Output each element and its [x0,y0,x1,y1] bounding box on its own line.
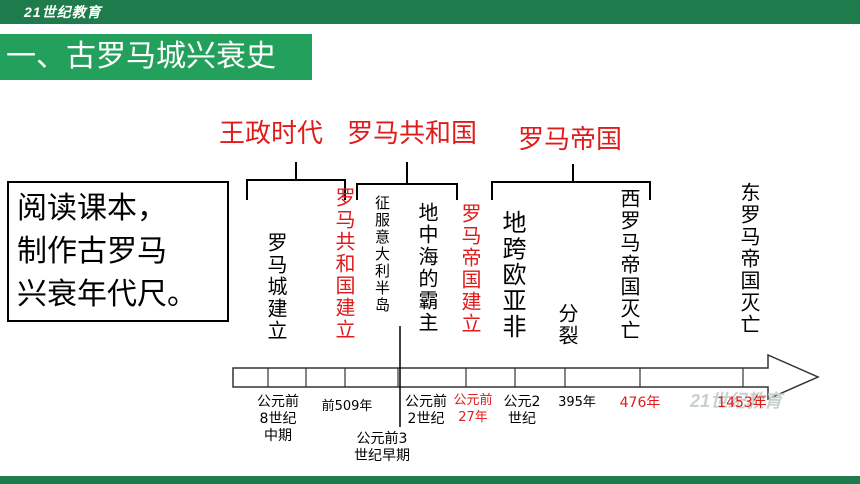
watermark-logo: 21世纪教育 [690,391,783,411]
event-city-founded: 罗马城建立 [264,232,288,342]
event-split: 分裂 [555,303,579,347]
event-conquer-italy: 征服意大利半岛 [373,195,391,314]
era-monarchy: 王政时代 [219,119,324,149]
instruction-line: 制作古罗马 [17,234,167,269]
date-label: 1453年 [717,395,767,411]
date-label: 476年 [619,395,661,411]
timeline-arrow [232,353,820,401]
bottom-banner [0,476,860,484]
event-east-fall: 东罗马帝国灭亡 [737,182,761,336]
instruction-line: 兴衰年代尺。 [17,277,197,312]
slide-title: 一、古罗马城兴衰史 [0,34,312,80]
event-across-continents: 地跨欧亚非 [498,210,526,340]
event-mediterranean: 地中海的霸主 [415,202,439,334]
instruction-line: 阅读课本， [17,191,167,226]
era-republic: 罗马共和国 [347,119,478,149]
top-banner: 21世纪教育 [0,0,860,24]
instruction-box: 阅读课本， 制作古罗马 兴衰年代尺。 [7,181,229,322]
event-empire-founded: 罗马帝国建立 [458,203,482,335]
date-label: 前509年 [321,399,373,414]
date-label: 395年 [558,395,596,410]
era-empire: 罗马帝国 [518,125,623,155]
event-west-fall: 西罗马帝国灭亡 [617,188,641,342]
event-republic-founded: 罗马共和国建立 [332,187,356,341]
brand-logo: 21世纪教育 [24,4,102,20]
bracket-empire [491,181,651,200]
